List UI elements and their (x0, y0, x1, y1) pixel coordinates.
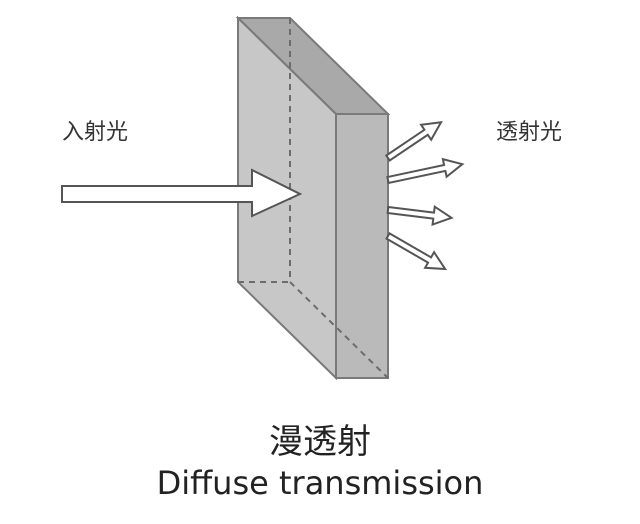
transmitted-light-label: 透射光 (496, 120, 563, 145)
transmitted-arrow-4 (385, 232, 448, 271)
incident-light-arrow (61, 168, 303, 218)
diagram-title-english: Diffuse transmission (156, 464, 484, 502)
diagram-title-chinese: 漫透射 (269, 422, 371, 462)
slab-side-face (335, 113, 389, 379)
transmitted-light-arrows (384, 120, 465, 271)
transmitted-arrow-3 (386, 204, 454, 227)
transmitted-arrow-2 (386, 157, 465, 185)
incident-light-label: 入射光 (62, 120, 129, 145)
slab-hidden-edges (238, 18, 389, 379)
transmitted-arrow-1 (384, 120, 443, 162)
